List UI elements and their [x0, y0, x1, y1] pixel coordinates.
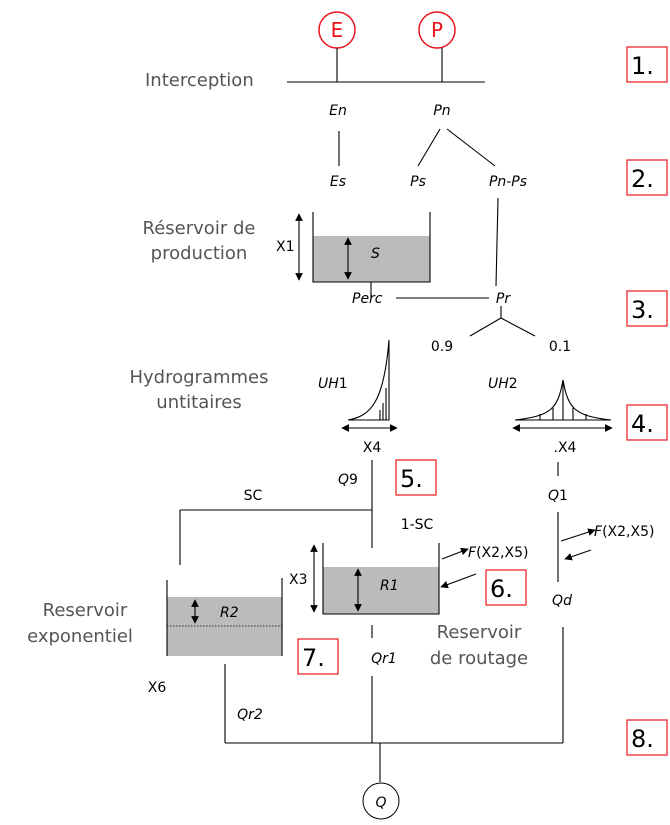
f-routing-label-prefix: F [468, 545, 477, 561]
en-label: En [329, 103, 347, 119]
step-3-label: 3. [631, 296, 654, 324]
perc-label: Perc [352, 291, 383, 307]
uh-label-line1: Hydrogrammes [129, 367, 268, 388]
pn-pnps-branch [446, 128, 496, 167]
s-label: S [371, 246, 380, 262]
exp-label-line2: exponentiel [27, 626, 133, 647]
f-direct-arrow [560, 528, 596, 542]
qd-label: Qd [552, 593, 572, 609]
x4-label: X4 [363, 440, 382, 456]
routing-store-water [323, 567, 439, 614]
pnps-label: Pn-Ps [489, 174, 527, 190]
uh2-hatching [539, 408, 587, 420]
q1-label-prefix: Q [548, 488, 559, 504]
f-direct-label: F(X2,X5) [594, 524, 654, 540]
qr2-label: Qr2 [237, 707, 263, 723]
production-store-water [313, 236, 430, 282]
step-5-label: 5. [400, 465, 423, 493]
r2-label: R2 [220, 605, 239, 621]
production-label-line1: Réservoir de [143, 218, 256, 239]
step-8-label: 8. [631, 725, 654, 753]
exp-label-line1: Reservoir [43, 600, 128, 621]
step-2-label: 2. [631, 165, 654, 193]
step-5-box [395, 459, 437, 496]
x6-label: X6 [148, 680, 167, 696]
step-2-badge: 2. [626, 159, 668, 196]
step-1-badge: 1. [626, 46, 668, 83]
qr1-label: Qr1 [371, 651, 397, 667]
step-6-label: 6. [490, 575, 513, 603]
precipitation-circle [418, 11, 456, 49]
step-1-label: 1. [631, 52, 654, 80]
split-branch-01 [500, 317, 536, 337]
precipitation-input: P [418, 11, 456, 49]
step-5-badge: 5. [395, 459, 437, 496]
routing-label-line1: Reservoir [437, 622, 522, 643]
interception-label: Interception [145, 70, 254, 91]
uh-label-line2: untitaires [156, 392, 241, 413]
q1-label: Q1 [548, 488, 568, 504]
total-outflow-circle [362, 782, 400, 820]
uh2-label: UH2 [488, 376, 518, 392]
uh2-label-prefix: UH [488, 376, 509, 392]
f-routing-inflow-arrow [440, 573, 477, 589]
pn-label: Pn [433, 103, 450, 119]
step-4-label: 4. [631, 410, 654, 438]
r1-label: R1 [380, 578, 399, 594]
x1-label: X1 [276, 239, 295, 255]
es-label: Es [330, 174, 346, 190]
pnps-down-line [495, 197, 499, 287]
q9-label: Q9 [338, 472, 358, 488]
routing-store [322, 543, 440, 615]
step-7-badge: 7. [297, 638, 339, 675]
split-09-label: 0.9 [431, 339, 453, 355]
step-8-box [626, 719, 668, 756]
q1-label-suffix: 1 [559, 488, 568, 504]
one-minus-sc-label: 1-SC [401, 517, 434, 533]
pn-ps-branch [417, 128, 441, 167]
evaporation-label: E [331, 18, 344, 42]
q9-label-prefix: Q [338, 472, 349, 488]
sc-label: SC [244, 488, 263, 504]
ps-label: Ps [410, 174, 426, 190]
f-routing-label-args: (X2,X5) [476, 545, 528, 561]
uh1-curve [347, 339, 390, 421]
f-routing-label: F(X2,X5) [468, 545, 528, 561]
step-7-label: 7. [302, 644, 325, 672]
q9-label-suffix: 9 [349, 472, 358, 488]
step-2-box [626, 159, 668, 196]
production-label-line2: production [151, 243, 248, 264]
step-4-box [626, 404, 668, 441]
step-8-badge: 8. [626, 719, 668, 756]
f-direct-inflow-arrow [564, 549, 592, 561]
uh1-label: UH1 [318, 376, 348, 392]
step-6-badge: 6. [485, 569, 527, 606]
exp-store-water [167, 597, 282, 656]
split-01-label: 0.1 [549, 339, 571, 355]
pr-label: Pr [496, 291, 511, 307]
uh1-label-suffix: 1 [339, 376, 348, 392]
precipitation-label: P [431, 18, 443, 42]
step-3-badge: 3. [626, 290, 668, 327]
step-1-box [626, 46, 668, 83]
evaporation-input: E [318, 11, 356, 49]
step-3-box [626, 290, 668, 327]
f-direct-label-args: (X2,X5) [602, 524, 654, 540]
x3-label: X3 [289, 572, 308, 588]
step-6-box [485, 569, 527, 606]
uh1-hatching [379, 388, 387, 420]
f-direct-label-prefix: F [594, 524, 603, 540]
routing-label-line2: de routage [430, 648, 528, 669]
f-routing-arrow [441, 547, 469, 560]
step-7-box [297, 638, 339, 675]
total-outflow-label: Q [375, 795, 386, 811]
split-branch-09 [469, 317, 502, 337]
step-4-badge: 4. [626, 404, 668, 441]
uh1-label-prefix: UH [318, 376, 339, 392]
x4b-label: .X4 [554, 440, 577, 456]
uh2-label-suffix: 2 [509, 376, 518, 392]
